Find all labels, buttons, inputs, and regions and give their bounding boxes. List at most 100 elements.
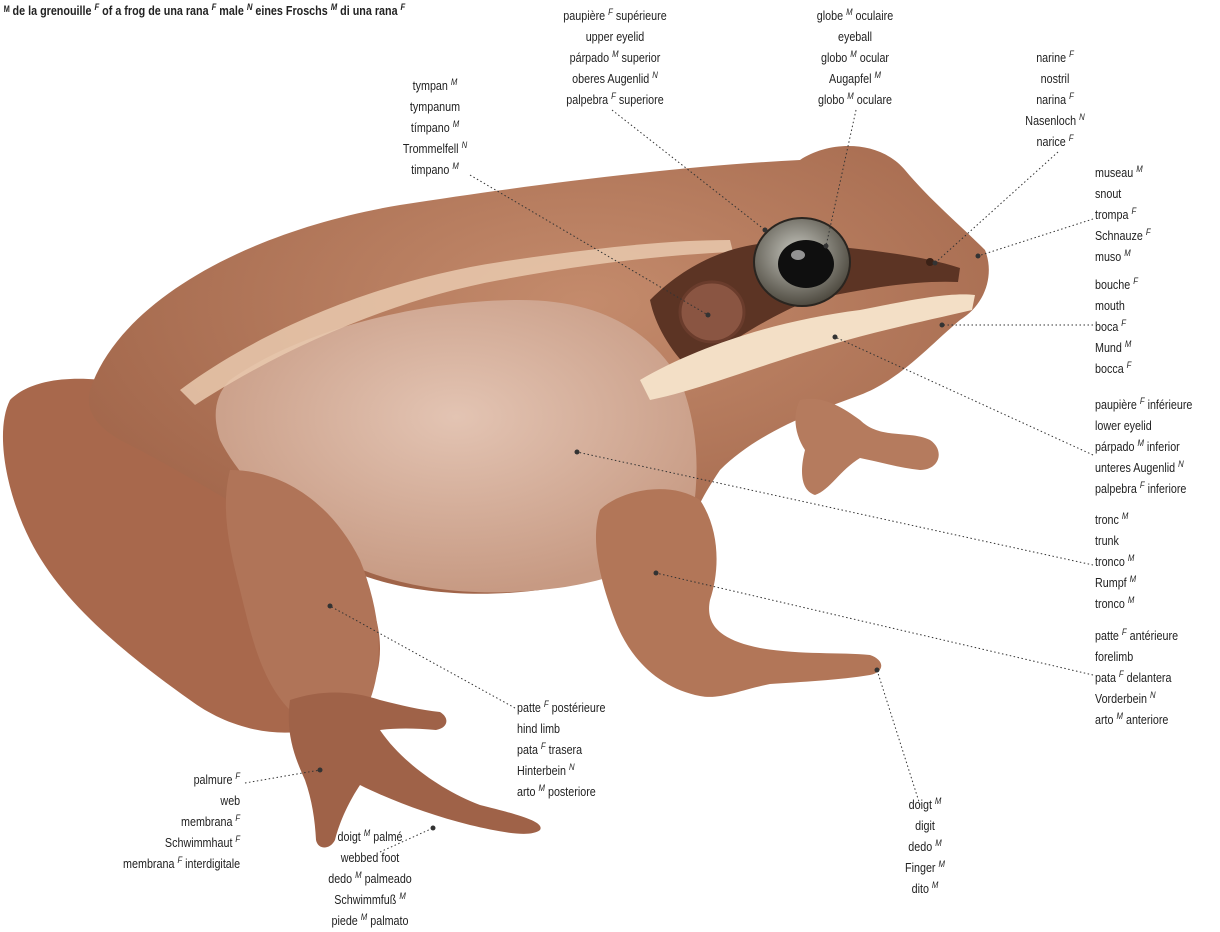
label-line: patte F antérieure <box>1095 626 1178 647</box>
label-line: digit <box>886 816 963 837</box>
label-line: web <box>123 791 240 812</box>
label-line: museau M <box>1095 163 1151 184</box>
label-line: lower eyelid <box>1095 416 1192 437</box>
title-line: de una rana F <box>148 4 216 18</box>
label-line: globo M ocular <box>799 48 911 69</box>
gender-marker: F <box>608 7 613 17</box>
label-web: palmure F web membrana F Schwimmhaut F m… <box>123 770 240 875</box>
label-line: narine F <box>1008 48 1103 69</box>
label-line: Nasenloch N <box>1008 111 1103 132</box>
label-hind-limb: patte F postérieure hind limb pata F tra… <box>517 698 605 803</box>
label-line: patte F postérieure <box>517 698 605 719</box>
eye-glint <box>791 250 805 260</box>
gender-marker: F <box>1133 276 1138 286</box>
label-line: webbed foot <box>310 848 430 869</box>
label-line: membrana F <box>123 812 240 833</box>
gender-marker: N <box>1150 690 1156 700</box>
label-line: dedo M <box>886 837 963 858</box>
label-line: paupière F inférieure <box>1095 395 1192 416</box>
gender-marker: F <box>235 813 240 823</box>
gender-marker: F <box>94 2 99 12</box>
label-line: bouche F <box>1095 275 1138 296</box>
label-line: Trommelfell N <box>379 139 491 160</box>
gender-marker: M <box>1122 511 1128 521</box>
label-line: tronco M <box>1095 594 1136 615</box>
label-line: mouth <box>1095 296 1138 317</box>
gender-marker: F <box>1122 627 1127 637</box>
gender-marker: N <box>247 2 253 12</box>
label-line: unteres Augenlid N <box>1095 458 1192 479</box>
gender-marker: M <box>1117 711 1123 721</box>
label-line: piede M palmato <box>310 911 430 932</box>
label-line: bocca F <box>1095 359 1138 380</box>
gender-marker: F <box>1127 360 1132 370</box>
label-digit: doigt M digit dedo M Finger M dito M <box>886 795 963 900</box>
label-line: Augapfel M <box>799 69 911 90</box>
gender-marker: F <box>1069 133 1074 143</box>
gender-marker: F <box>1069 49 1074 59</box>
gender-marker: F <box>401 2 406 12</box>
label-line: pata F delantera <box>1095 668 1178 689</box>
gender-marker: M <box>1125 339 1131 349</box>
label-line: tímpano M <box>379 118 491 139</box>
label-tympanum: tympan M tympanum tímpano M Trommelfell … <box>379 76 491 181</box>
gender-marker: M <box>939 859 945 869</box>
label-line: narina F <box>1008 90 1103 111</box>
gender-marker: M <box>846 7 852 17</box>
label-line: doigt M palmé <box>310 827 430 848</box>
gender-marker: M <box>1130 574 1136 584</box>
label-line: dedo M palmeado <box>310 869 430 890</box>
gender-marker: M <box>364 828 370 838</box>
gender-marker: N <box>462 140 468 150</box>
label-line: Schnauze F <box>1095 226 1151 247</box>
label-line: Hinterbein N <box>517 761 605 782</box>
label-line: snout <box>1095 184 1151 205</box>
gender-marker: N <box>1178 459 1184 469</box>
diagram-title: ᴹ de la grenouille F of a frog de una ra… <box>4 2 405 20</box>
label-line: boca F <box>1095 317 1138 338</box>
label-line: hind limb <box>517 719 605 740</box>
gender-marker: F <box>1140 396 1145 406</box>
gender-marker: F <box>611 91 616 101</box>
gender-marker: F <box>235 771 240 781</box>
gender-marker: M <box>451 77 457 87</box>
hind-foot <box>289 693 541 848</box>
gender-marker: F <box>1121 318 1126 328</box>
gender-marker: M <box>1136 164 1142 174</box>
gender-marker: F <box>1069 91 1074 101</box>
gender-marker: M <box>850 49 856 59</box>
gender-marker: F <box>1146 227 1151 237</box>
label-line: dito M <box>886 879 963 900</box>
title-line: di una rana F <box>340 4 405 18</box>
gender-marker: M <box>874 70 880 80</box>
gender-marker: F <box>212 2 217 12</box>
label-line: palmure F <box>123 770 240 791</box>
label-line: palpebra F superiore <box>542 90 688 111</box>
label-line: timpano M <box>379 160 491 181</box>
gender-marker: M <box>361 912 367 922</box>
label-line: nostril <box>1008 69 1103 90</box>
label-nostril: narine F nostril narina F Nasenloch N na… <box>1008 48 1103 153</box>
label-line: párpado M inferior <box>1095 437 1192 458</box>
label-line: membrana F interdigitale <box>123 854 240 875</box>
label-snout: museau M snout trompa F Schnauze F muso … <box>1095 163 1151 268</box>
label-lower-eyelid: paupière F inférieure lower eyelid párpa… <box>1095 395 1192 500</box>
label-line: eyeball <box>799 27 911 48</box>
label-line: palpebra F inferiore <box>1095 479 1192 500</box>
gender-marker: M <box>452 161 458 171</box>
gender-marker: N <box>652 70 658 80</box>
gender-marker: M <box>1124 248 1130 258</box>
title-line: of a frog <box>102 4 145 18</box>
title-line: male N eines Froschs M <box>219 4 337 18</box>
label-line: forelimb <box>1095 647 1178 668</box>
label-line: Rumpf M <box>1095 573 1136 594</box>
gender-marker: M <box>355 870 361 880</box>
label-upper-eyelid: paupière F supérieure upper eyelid párpa… <box>542 6 688 111</box>
label-line: tympan M <box>379 76 491 97</box>
label-line: globo M oculare <box>799 90 911 111</box>
gender-marker: M <box>399 891 405 901</box>
hidden-hand <box>795 399 938 495</box>
gender-marker: F <box>1140 480 1145 490</box>
gender-marker: F <box>235 834 240 844</box>
